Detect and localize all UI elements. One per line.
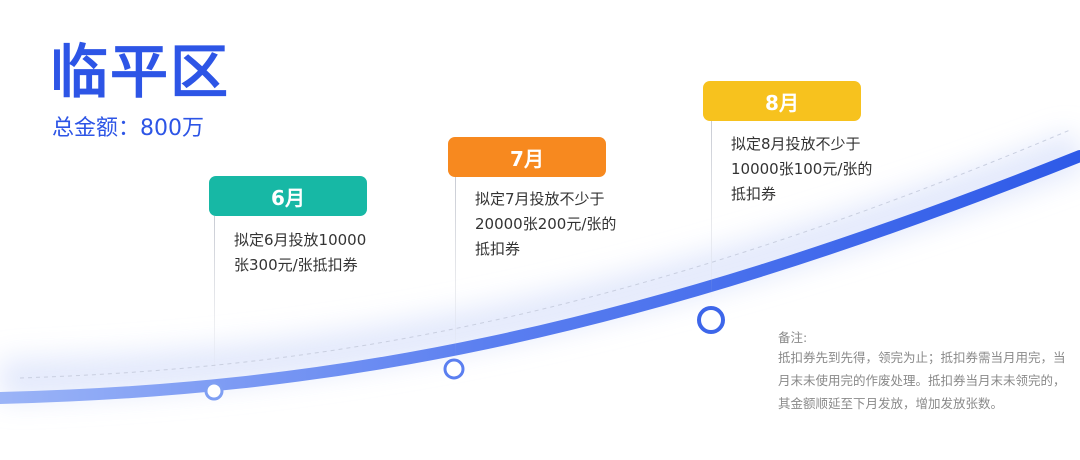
milestone-desc-6: 拟定6月投放10000 张300元/张抵扣券 <box>234 231 367 274</box>
curve-guide-line <box>19 129 1071 379</box>
milestone-desc-7: 拟定7月投放不少于 20000张200元/张的 抵扣券 <box>475 190 617 258</box>
milestone-tag-6: 6月 <box>209 176 367 216</box>
note-label: 备注: <box>778 330 808 345</box>
curve-main <box>0 150 1080 404</box>
milestone-tag-7: 7月 <box>448 137 606 177</box>
curve-glow <box>0 131 1080 400</box>
total-amount: 总金额：800万 <box>52 116 204 141</box>
node-8 <box>697 306 725 334</box>
note-text: 抵扣券先到先得，领完为止；抵扣券需当月用完，当月末未使用完的作废处理。抵扣券当月… <box>778 350 1066 411</box>
milestone-desc-8: 拟定8月投放不少于 10000张100元/张的 抵扣券 <box>731 135 873 203</box>
connector-7 <box>455 177 456 357</box>
node-6 <box>204 381 224 401</box>
node-7 <box>443 358 465 380</box>
page-title: 临平区 <box>50 38 231 106</box>
connector-8 <box>711 121 712 301</box>
connector-6 <box>214 216 215 376</box>
milestone-tag-8: 8月 <box>703 81 861 121</box>
